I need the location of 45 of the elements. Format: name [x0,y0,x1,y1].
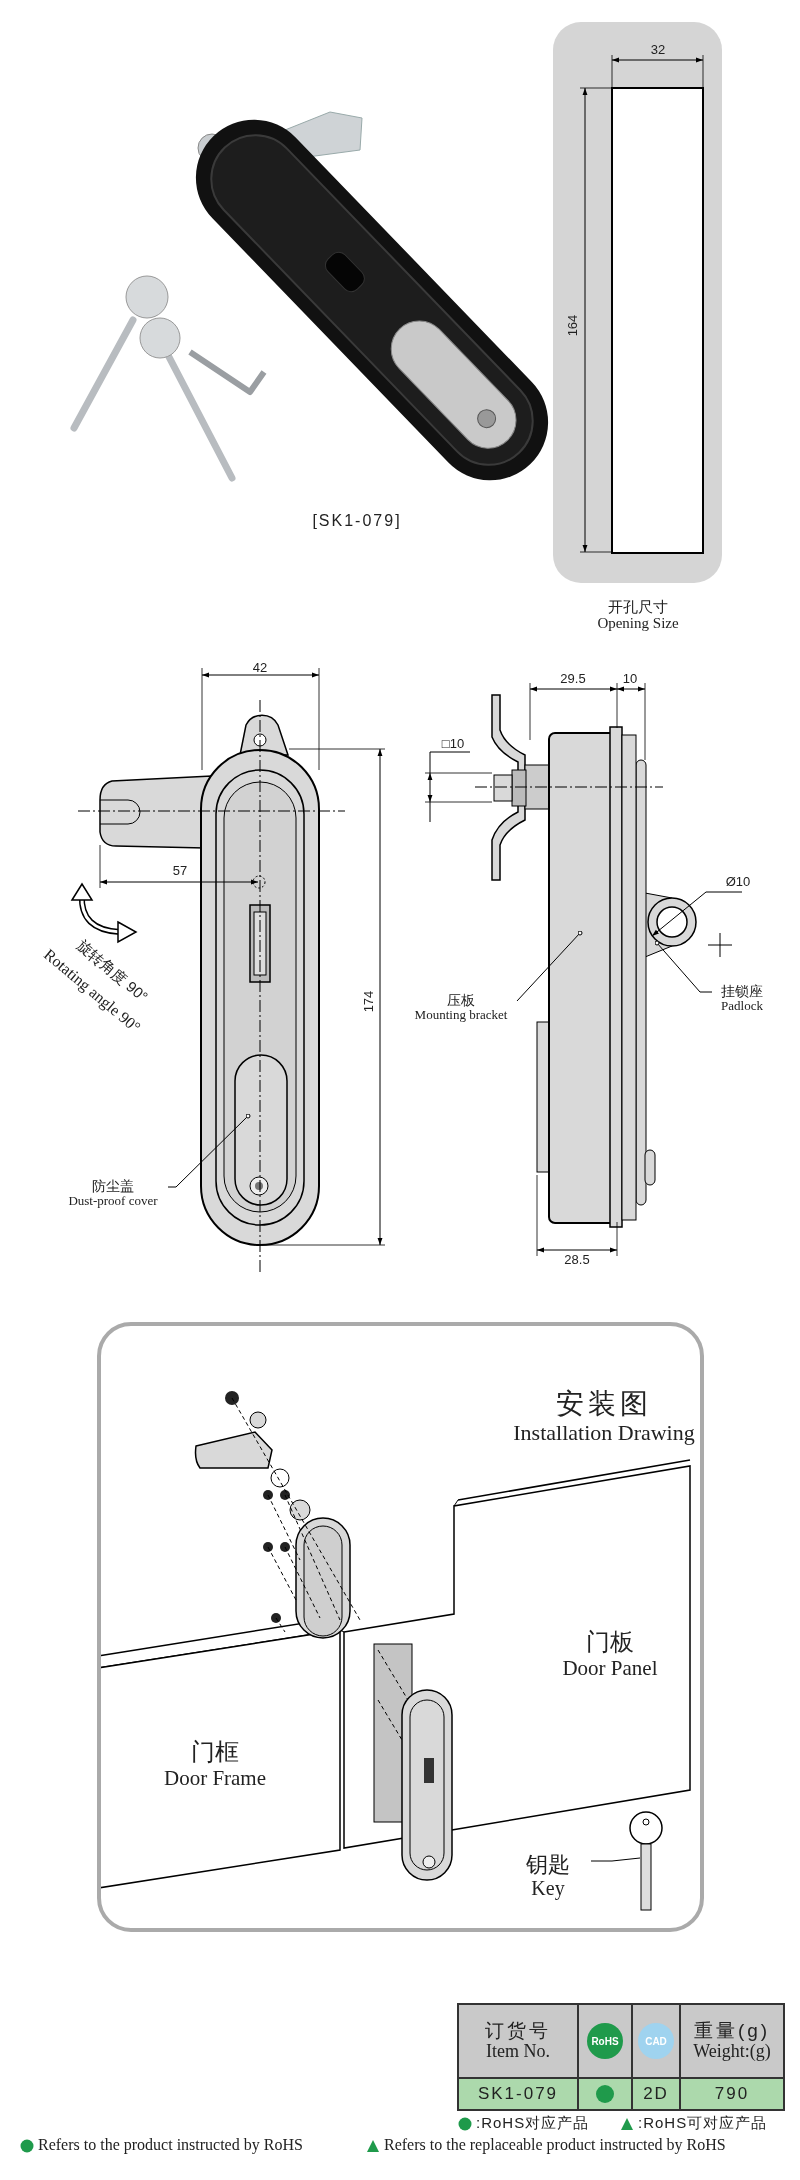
part-label: 防尘盖 [91,1178,135,1195]
table-cell: 2D [633,2079,679,2109]
header-text: Weight:(g) [693,2041,771,2062]
rohs-badge: RoHS [587,2023,623,2059]
dimension-value: 29.5 [560,671,586,686]
part-label: Key [530,1877,566,1901]
dimension-value: 32 [650,42,666,57]
part-label: Door Panel [561,1655,659,1680]
dimension-value: 42 [252,660,268,675]
dimension-value: 28.5 [564,1252,590,1267]
drawing-title: Installation Drawing [512,1420,696,1446]
table-cell: 790 [681,2079,783,2109]
part-label: 压板 [446,992,476,1009]
header-text: Item No. [486,2041,550,2062]
leader-line [654,940,713,993]
dimension-value: 164 [564,314,580,337]
part-label: Mounting bracket [413,1008,509,1024]
model-number: [SK1-079] [312,512,402,529]
leader-line [516,930,583,1002]
dimension-value: □10 [441,736,465,751]
cad-badge: CAD [638,2023,674,2059]
legend-text: :RoHS可对应产品 [638,2114,768,2133]
dimension-value: 10 [622,671,638,686]
dimension-value: 174 [360,990,376,1013]
leader-line [167,1113,251,1188]
header-text: 重量(g) [693,2020,771,2042]
caption-text: Opening Size [596,615,680,633]
table-cell: SK1-079 [459,2079,577,2109]
header-text: 订货号 [485,2020,551,2042]
dimension-value: 57 [172,863,188,878]
part-label: 门板 [585,1628,635,1656]
part-label: Padlock [720,999,764,1015]
part-label: 挂锁座 [720,983,764,1000]
dimension-value: Ø10 [725,874,751,889]
installation-frame [97,1322,704,1932]
part-label: Door Frame [162,1765,268,1790]
caption-text: 开孔尺寸 [607,598,669,616]
part-label: Dust-proof cover [67,1194,159,1210]
legend-text: :RoHS对应产品 [476,2114,590,2133]
part-label: 门框 [190,1738,240,1766]
legend-text: Refers to the product instructed by RoHS [38,2136,303,2154]
drawing-title: 安装图 [555,1388,653,1421]
leader-line [590,1857,641,1862]
part-label: 钥匙 [525,1852,571,1878]
legend-text: Refers to the replaceable product instructed by RoHS [384,2136,726,2154]
